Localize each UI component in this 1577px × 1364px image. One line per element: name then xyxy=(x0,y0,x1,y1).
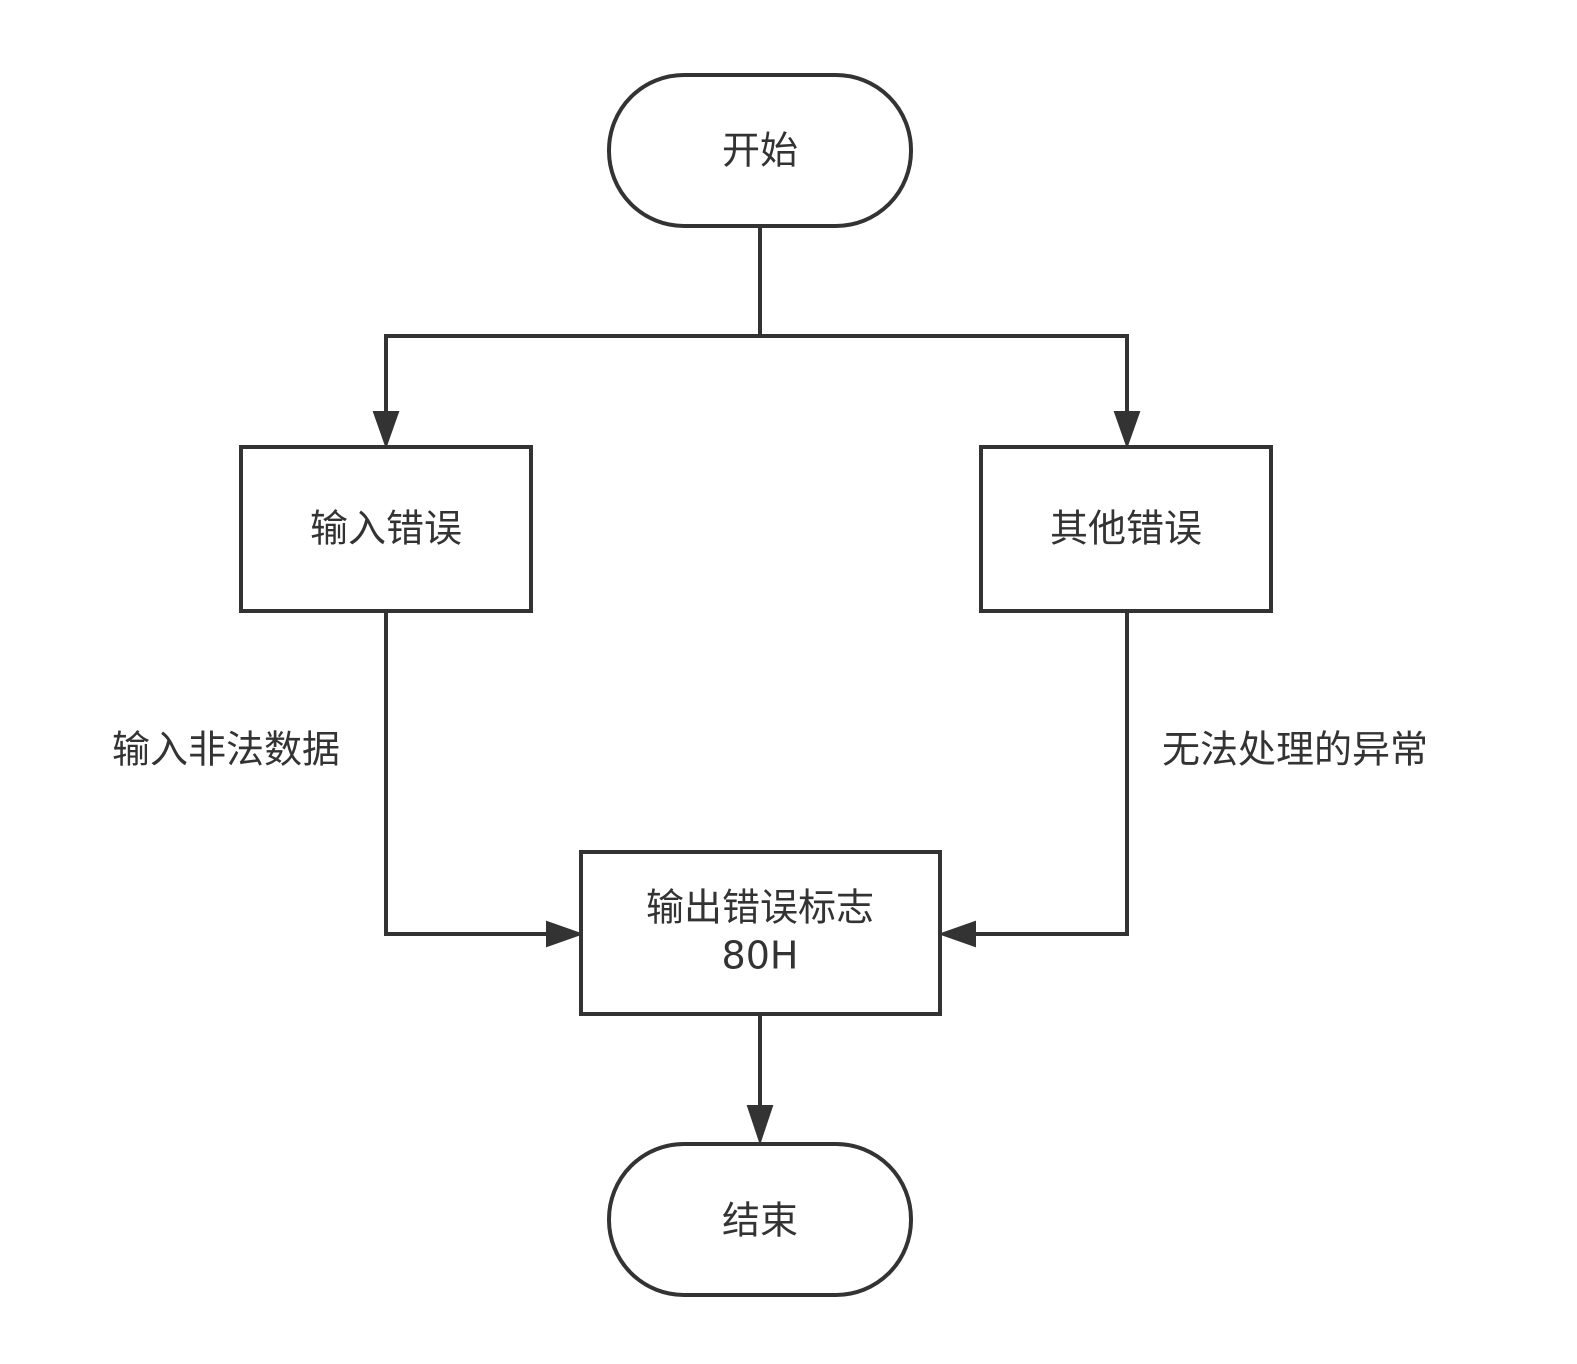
output-flag-label-line1: 输出错误标志 xyxy=(646,886,874,930)
edge-label-illegal-input: 输入非法数据 xyxy=(112,728,340,772)
node-output-flag: 输出错误标志 80H xyxy=(579,850,942,1016)
arrowhead-input-error xyxy=(372,411,400,450)
arrowhead-output-flag-left xyxy=(546,920,585,948)
start-label: 开始 xyxy=(722,129,798,173)
edge-branch-to-other-error xyxy=(760,334,1129,414)
edge-branch-to-input-error xyxy=(384,334,760,414)
output-flag-label-line2: 80H xyxy=(722,934,799,978)
edge-label-unhandled-exception: 无法处理的异常 xyxy=(1162,728,1428,772)
node-other-error: 其他错误 xyxy=(979,445,1273,613)
output-flag-process-shape xyxy=(579,850,942,1016)
node-end: 结束 xyxy=(607,1142,913,1297)
arrowhead-end xyxy=(746,1105,774,1146)
node-start: 开始 xyxy=(607,73,913,228)
edges xyxy=(372,226,1141,1146)
arrowhead-output-flag-right xyxy=(937,920,976,948)
other-error-label: 其他错误 xyxy=(1050,507,1202,551)
node-input-error: 输入错误 xyxy=(239,445,533,613)
start-terminal-shape xyxy=(607,73,913,228)
end-terminal-shape xyxy=(607,1142,913,1297)
edge-input-error-to-output-flag xyxy=(384,612,550,936)
input-error-label: 输入错误 xyxy=(310,507,462,551)
other-error-process-shape xyxy=(979,445,1273,613)
input-error-process-shape xyxy=(239,445,533,613)
end-label: 结束 xyxy=(722,1199,798,1243)
edge-other-error-to-output-flag xyxy=(972,612,1129,936)
arrowhead-other-error xyxy=(1113,411,1141,450)
